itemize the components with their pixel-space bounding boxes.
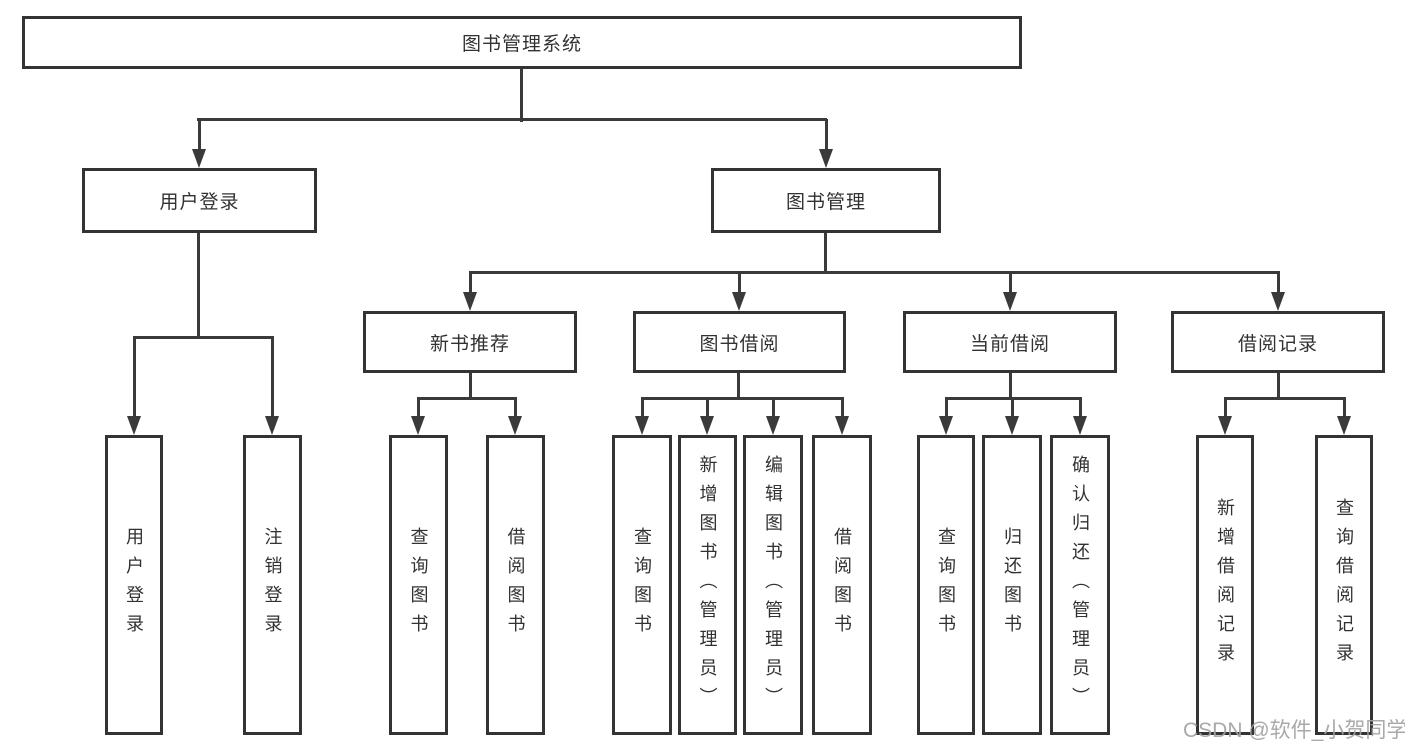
connector-line [197, 118, 827, 121]
arrow-down-icon [700, 398, 714, 435]
connector-line [737, 373, 740, 400]
arrow-down-icon [1005, 398, 1019, 435]
leaf-query-books-current: 查询图书 [917, 435, 975, 735]
arrow-down-icon [411, 398, 425, 435]
leaf-label: 新增借阅记录 [1215, 498, 1235, 672]
connector-line [1277, 373, 1280, 400]
connector-line [945, 397, 1082, 400]
leaf-logout: 注销登录 [243, 435, 302, 735]
connector-line [417, 397, 517, 400]
leaf-label: 查询借阅记录 [1334, 498, 1354, 672]
arrow-down-icon [635, 398, 649, 435]
node-book-borrowing: 图书借阅 [633, 311, 846, 373]
node-book-management: 图书管理 [711, 168, 941, 233]
node-label: 借阅记录 [1237, 333, 1318, 355]
leaf-add-book-admin: 新增图书（管理员） [678, 435, 737, 735]
node-root: 图书管理系统 [22, 16, 1022, 69]
arrow-down-icon [1073, 398, 1087, 435]
arrow-down-icon [835, 398, 849, 435]
node-label: 用户登录 [159, 192, 240, 213]
arrow-down-icon [1337, 398, 1351, 435]
arrow-down-icon [1218, 398, 1232, 435]
node-user-login: 用户登录 [82, 168, 317, 233]
arrow-down-icon [127, 337, 141, 435]
arrow-down-icon [939, 398, 953, 435]
connector-line [1009, 373, 1012, 400]
leaf-label: 查询图书 [408, 527, 429, 643]
leaf-query-borrow-record: 查询借阅记录 [1315, 435, 1373, 735]
leaf-label: 借阅图书 [505, 527, 526, 643]
leaf-borrow-books-recommend: 借阅图书 [486, 435, 545, 735]
arrow-down-icon [732, 272, 746, 311]
node-label: 当前借阅 [969, 333, 1050, 355]
arrow-down-icon [265, 337, 279, 435]
leaf-add-borrow-record: 新增借阅记录 [1196, 435, 1254, 735]
leaf-label: 查询图书 [936, 527, 956, 643]
connector-line [133, 336, 274, 339]
arrow-down-icon [192, 119, 206, 168]
connector-line [520, 69, 523, 122]
leaf-return-book: 归还图书 [982, 435, 1042, 735]
connector-line [1224, 397, 1346, 400]
leaf-borrow-books: 借阅图书 [812, 435, 872, 735]
watermark: CSDN @软件_小贺同学 [1183, 719, 1405, 742]
arrow-down-icon [463, 272, 477, 311]
node-root-label: 图书管理系统 [461, 34, 582, 55]
connector-line [641, 397, 844, 400]
node-label: 新书推荐 [429, 333, 510, 355]
connector-line [824, 233, 827, 274]
arrow-down-icon [1003, 272, 1017, 311]
arrow-down-icon [1271, 272, 1285, 311]
leaf-label: 注销登录 [262, 527, 283, 643]
leaf-edit-book-admin: 编辑图书（管理员） [743, 435, 803, 735]
arrow-down-icon [819, 119, 833, 168]
node-borrowing-records: 借阅记录 [1171, 311, 1385, 373]
leaf-label: 编辑图书（管理员） [763, 454, 783, 716]
leaf-label: 用户登录 [124, 527, 144, 643]
leaf-label: 新增图书（管理员） [697, 454, 718, 716]
connector-line [469, 373, 472, 400]
leaf-query-books-recommend: 查询图书 [389, 435, 448, 735]
leaf-label: 归还图书 [1002, 527, 1022, 643]
leaf-label: 确认归还（管理员） [1070, 454, 1090, 716]
node-label: 图书管理 [785, 192, 866, 213]
node-current-borrowing: 当前借阅 [903, 311, 1117, 373]
leaf-query-books-borrow: 查询图书 [612, 435, 672, 735]
arrow-down-icon [766, 398, 780, 435]
node-label: 图书借阅 [699, 333, 780, 355]
node-new-book-recommend: 新书推荐 [363, 311, 577, 373]
arrow-down-icon [508, 398, 522, 435]
leaf-user-login: 用户登录 [105, 435, 163, 735]
leaf-label: 查询图书 [632, 527, 652, 643]
leaf-confirm-return-admin: 确认归还（管理员） [1050, 435, 1110, 735]
connector-line [469, 271, 1280, 274]
leaf-label: 借阅图书 [832, 527, 852, 643]
connector-line [197, 233, 200, 339]
